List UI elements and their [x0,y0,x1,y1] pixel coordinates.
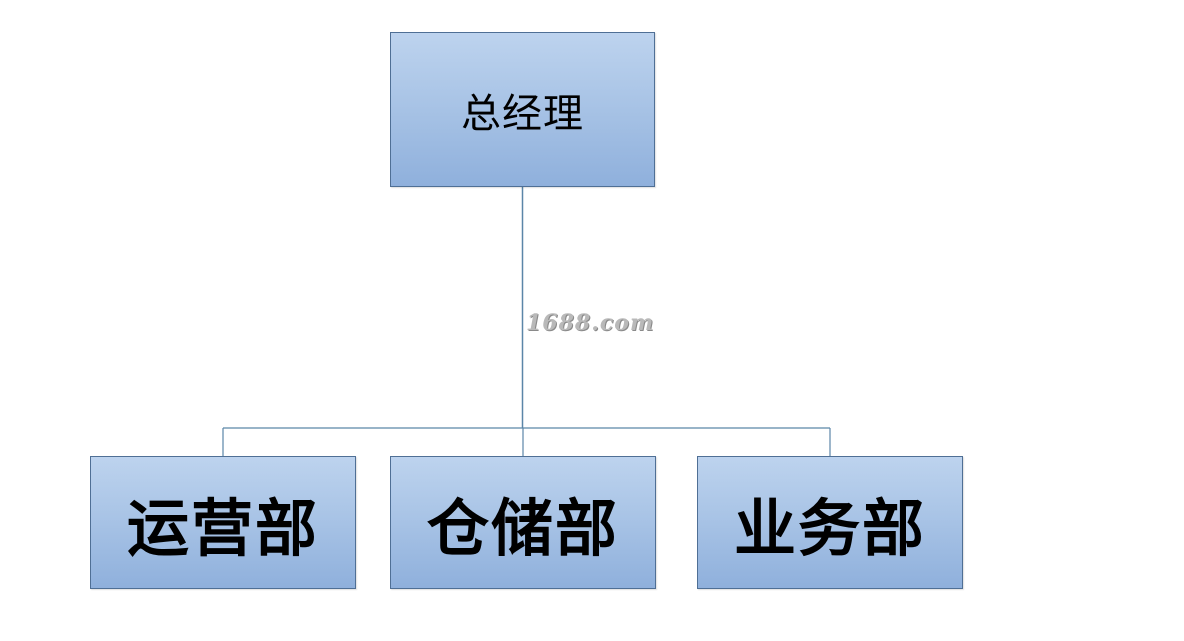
business-dept-label: 业务部 [733,491,926,565]
storage-dept-box: 仓储部 [390,456,656,589]
business-dept-box: 业务部 [697,456,963,589]
operations-dept-box: 运营部 [90,456,356,589]
operations-dept-label: 运营部 [126,491,319,565]
general-manager-box: 总经理 [390,32,655,187]
storage-dept-label: 仓储部 [426,491,619,565]
general-manager-label: 总经理 [461,90,584,137]
watermark-text: 1688.com [526,310,655,336]
